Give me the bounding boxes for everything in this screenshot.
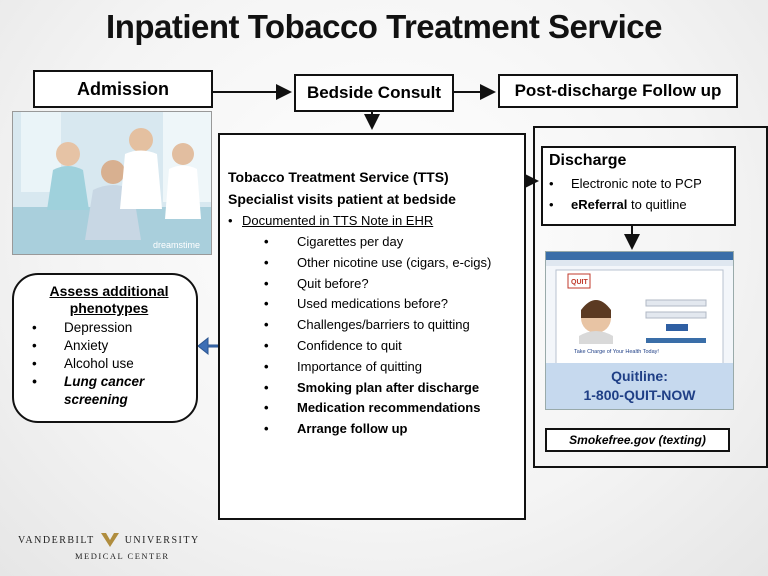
tts-list-item-label: Importance of quitting xyxy=(297,358,423,374)
photo-illustration: dreamstime xyxy=(13,112,211,254)
bullet-icon: • xyxy=(32,338,37,353)
tts-list-item: • Cigarettes per day xyxy=(264,234,516,249)
tts-subheading: Specialist visits patient at bedside xyxy=(228,191,456,207)
vanderbilt-logo: VANDERBILT UNIVERSITY MEDICAL CENTER xyxy=(18,532,200,561)
phenotype-item-label: Alcohol use xyxy=(64,356,134,371)
phenotype-lung-cancer-label: Lung cancer screening xyxy=(64,373,144,409)
bullet-icon: • xyxy=(264,254,269,270)
logo-medical-center: MEDICAL CENTER xyxy=(75,551,170,561)
discharge-item-note: • Electronic note to PCP xyxy=(549,176,728,191)
tts-list-item: • Challenges/barriers to quitting xyxy=(264,317,516,332)
phenotype-item: • Alcohol use xyxy=(32,355,186,373)
phenotype-lung-line2: screening xyxy=(64,392,128,407)
bedside-consult-label: Bedside Consult xyxy=(306,83,442,102)
tts-list-item: • Used medications before? xyxy=(264,296,516,311)
tts-list-item-label: Smoking plan after discharge xyxy=(297,379,480,395)
tts-list-item: • Smoking plan after discharge xyxy=(264,380,516,395)
tts-list-item: • Quit before? xyxy=(264,276,516,291)
logo-line1: VANDERBILT UNIVERSITY xyxy=(18,532,200,548)
post-discharge-followup-box: Post-discharge Follow up xyxy=(498,74,738,108)
tts-list-item-label: Quit before? xyxy=(297,275,369,291)
quitline-webpage-screenshot: QUIT Take Charge of Your Health Today! Q… xyxy=(545,251,734,410)
discharge-item-note-label: Electronic note to PCP xyxy=(571,176,702,191)
phenotypes-title-line1: Assess additional xyxy=(49,283,169,299)
bullet-icon: • xyxy=(264,421,269,437)
tts-list-item: • Confidence to quit xyxy=(264,338,516,353)
bullet-icon: • xyxy=(32,320,37,335)
bullet-icon: • xyxy=(264,337,269,353)
tts-list-item: • Medication recommendations xyxy=(264,400,516,415)
tts-list-item-label: Challenges/barriers to quitting xyxy=(297,317,470,333)
tts-main-item: • Documented in TTS Note in EHR xyxy=(228,213,516,228)
logo-university: UNIVERSITY xyxy=(124,534,200,546)
quit-logo-text: QUIT xyxy=(571,279,588,286)
tts-list-item-label: Cigarettes per day xyxy=(297,234,404,249)
smokefree-box: Smokefree.gov (texting) xyxy=(545,428,730,452)
tts-list-item-label: Used medications before? xyxy=(297,296,449,312)
bullet-icon: • xyxy=(549,197,554,212)
tts-main-item-label: Documented in TTS Note in EHR xyxy=(242,213,434,228)
admission-box: Admission xyxy=(33,70,213,108)
bullet-icon: • xyxy=(264,358,269,374)
page-title: Inpatient Tobacco Treatment Service xyxy=(106,8,662,45)
phenotypes-title-line2: phenotypes xyxy=(69,300,149,316)
phenotypes-title: Assess additional phenotypes xyxy=(32,283,186,317)
discharge-box: Discharge • Electronic note to PCP • eRe… xyxy=(541,146,736,226)
bedside-consult-box: Bedside Consult xyxy=(294,74,454,112)
logo-vanderbilt: VANDERBILT xyxy=(18,534,95,546)
arrow-tts-to-phenotypes xyxy=(197,336,219,356)
bullet-icon: • xyxy=(32,374,37,389)
tts-list-item-label: Medication recommendations xyxy=(297,400,481,416)
followup-label: Post-discharge Follow up xyxy=(514,81,722,100)
phenotype-item: • Anxiety xyxy=(32,337,186,355)
tts-list-item-label: Other nicotine use (cigars, e-cigs) xyxy=(297,254,492,270)
ereferral-bold: eReferral xyxy=(571,197,628,212)
discharge-item-ereferral-label: eReferral to quitline xyxy=(571,197,687,212)
tts-box: Tobacco Treatment Service (TTS) Speciali… xyxy=(218,133,526,520)
phenotype-item-label: Depression xyxy=(64,320,133,335)
photo-watermark: dreamstime xyxy=(153,240,200,250)
quitline-label: Quitline: xyxy=(611,368,668,384)
bullet-icon: • xyxy=(264,379,269,395)
webpage-illustration: QUIT Take Charge of Your Health Today! xyxy=(546,252,733,366)
oak-leaf-v-icon xyxy=(100,533,119,547)
bullet-icon: • xyxy=(264,275,269,291)
bullet-icon: • xyxy=(264,296,269,312)
phenotype-item: • Depression xyxy=(32,319,186,337)
phenotype-item-label: Anxiety xyxy=(64,338,109,353)
quitline-band: Quitline: 1-800-QUIT-NOW xyxy=(546,363,733,409)
bullet-icon: • xyxy=(264,400,269,416)
tts-list: • Cigarettes per day • Other nicotine use (… xyxy=(228,234,516,436)
bullet-icon: • xyxy=(264,234,269,249)
tts-list-item: • Importance of quitting xyxy=(264,359,516,374)
discharge-container xyxy=(533,126,768,468)
phenotype-item-lung-cancer: • Lung cancer screening xyxy=(32,373,186,409)
discharge-title: Discharge xyxy=(549,152,627,169)
bullet-icon: • xyxy=(32,356,37,371)
phenotype-lung-line1: Lung cancer xyxy=(64,374,145,389)
bullet-icon: • xyxy=(228,213,233,228)
tts-list-item: • Other nicotine use (cigars, e-cigs) xyxy=(264,255,516,270)
tts-heading: Tobacco Treatment Service (TTS) xyxy=(228,169,449,185)
phenotypes-box: Assess additional phenotypes • Depression… xyxy=(12,273,198,423)
webpage-caption: Take Charge of Your Health Today! xyxy=(574,349,659,355)
hospital-staff-photo: dreamstime xyxy=(12,111,212,255)
ereferral-rest: to quitline xyxy=(627,197,687,212)
bullet-icon: • xyxy=(264,317,269,333)
tts-list-item-label: Confidence to quit xyxy=(297,337,402,353)
tts-list-item: • Arrange follow up xyxy=(264,421,516,436)
phenotypes-list: • Depression • Anxiety • Alcohol use xyxy=(32,319,186,373)
tts-list-item-label: Arrange follow up xyxy=(297,421,408,437)
admission-label: Admission xyxy=(76,78,169,99)
smokefree-label: Smokefree.gov (texting) xyxy=(569,433,706,447)
quitline-number: 1-800-QUIT-NOW xyxy=(583,387,696,403)
bullet-icon: • xyxy=(549,176,554,191)
discharge-item-ereferral: • eReferral to quitline xyxy=(549,197,728,212)
